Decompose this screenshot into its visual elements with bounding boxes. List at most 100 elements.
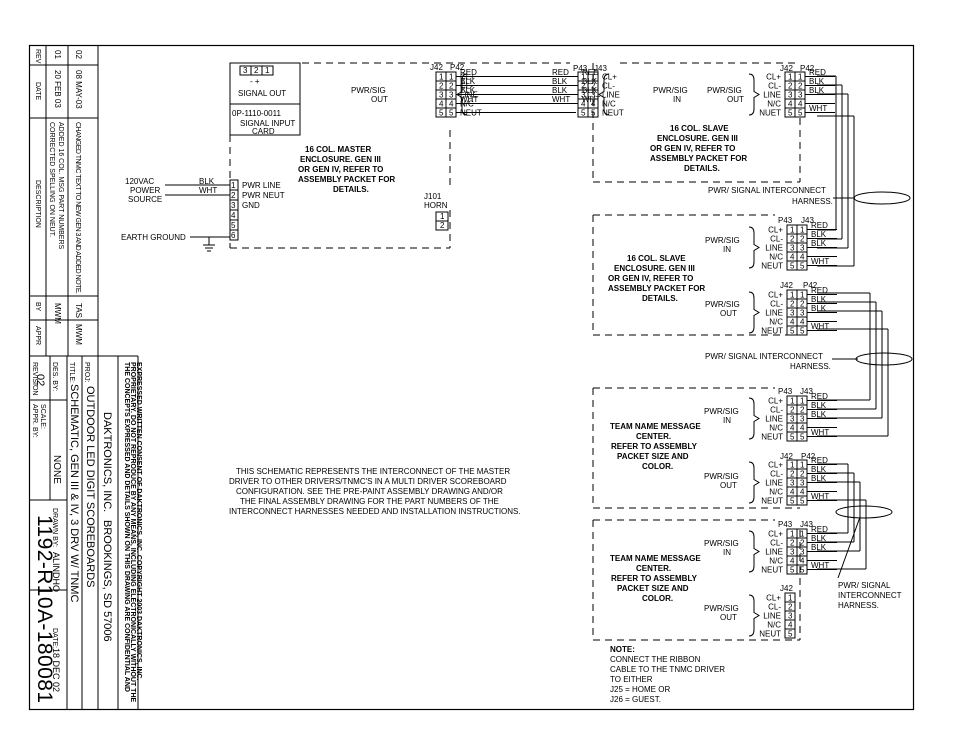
tnmc1-in-pin-1: 1 <box>790 397 795 406</box>
rev-02-by: TAS <box>74 303 83 318</box>
power-source-1: 120VAC <box>125 177 154 186</box>
description-line-3: CONFIGURATION. SEE THE PRE-PAINT ASSEMBL… <box>236 487 503 496</box>
master-j42-pin-1: 1 <box>449 73 454 82</box>
earth-ground-label: EARTH GROUND <box>121 233 186 242</box>
slave1-in-pin-4: 4 <box>581 100 586 109</box>
slave2-out-wire-color-1: RED <box>811 286 828 295</box>
power-pin-3-label: GND <box>242 201 260 210</box>
master-j42-pin-5: 5 <box>439 109 444 118</box>
tnmc1-in-brace <box>748 397 760 440</box>
by-header: BY <box>34 302 41 312</box>
slave2-out-label-4: N/C <box>769 318 783 327</box>
slave1-in-pin-2: 2 <box>581 82 586 91</box>
slave2-in-brace <box>748 226 760 269</box>
slave1-in-wire-color-3: BLK <box>582 86 598 95</box>
master-j42-wire-color-4: WHT <box>460 95 478 104</box>
slave2-out-label-1: CL+ <box>768 291 783 300</box>
note-line-2: CABLE TO THE TNMC DRIVER <box>610 665 725 674</box>
slave2-out-pin-5: 5 <box>800 327 805 336</box>
slave2-out-dir: OUT <box>720 309 737 318</box>
master-j42-pin-5: 5 <box>449 109 454 118</box>
tnmc1-in-pin-3: 3 <box>790 415 795 424</box>
slave1-desc-3: OR GEN IV, REFER TO <box>650 144 735 153</box>
tnmc1-in-pin-1: 1 <box>800 397 805 406</box>
horn-pin-2: 2 <box>440 221 445 230</box>
harness-label-2b: HARNESS. <box>790 362 831 371</box>
slave1-in-label-4: N/C <box>602 100 616 109</box>
tnmc2-in-label-2: CL- <box>770 539 783 548</box>
tnmc2-in-label-3: LINE <box>765 548 783 557</box>
power-pin-3: 3 <box>231 201 236 210</box>
rev-02-appr: MWM <box>74 324 83 345</box>
tnmc2-out-label-4: N/C <box>767 621 781 630</box>
tnmc2-out-label: PWR/SIG <box>704 604 739 613</box>
tnmc2-in-wire-color-2: BLK <box>811 534 827 543</box>
slave1-in-label-1: CL+ <box>602 73 617 82</box>
slave-enclosure-1: P43 J43 PWR/SIG IN PWR/SIG OUT J42 P42 1… <box>573 62 815 183</box>
slave2-in-pin-1: 1 <box>800 226 805 235</box>
tnmc1-in-label-5: NEUT <box>761 433 783 442</box>
tnmc1-out-dir: OUT <box>720 481 737 490</box>
master-p42-label: P42 <box>450 63 465 72</box>
slave2-desc-5: DETAILS. <box>642 294 678 303</box>
power-pin-6: 6 <box>231 231 236 240</box>
master-pwr-sig-label: PWR/SIG <box>351 86 386 95</box>
slave1-in-dir: IN <box>673 95 681 104</box>
tnmc1-in-wire-color-5: WHT <box>811 428 829 437</box>
description-line-5: INTERCONNECT HARNESSES NEEDED AND INSTAL… <box>229 507 521 516</box>
date-header: DATE <box>34 82 41 100</box>
master-j42-label: J42 <box>430 63 443 72</box>
tnmc2-in-pin-4: 4 <box>800 557 805 566</box>
slave1-out-wire-color-1: RED <box>809 68 826 77</box>
power-terminal: 1 2 3 4 5 6 PWR LINE PWR NEUT GND <box>229 179 285 241</box>
tnmc2-in-pin-1: 1 <box>790 530 795 539</box>
confidential-line-3: EXPRESSED WRITTEN CONSENT OF DAKTRONICS,… <box>135 362 142 681</box>
tnmc1-in-label: PWR/SIG <box>704 407 739 416</box>
slave1-out-pin-3: 3 <box>788 91 793 100</box>
slave2-out-pin-3: 3 <box>790 309 795 318</box>
rev-02-rev: 02 <box>74 50 83 59</box>
description-line-1: THIS SCHEMATIC REPRESENTS THE INTERCONNE… <box>236 467 510 476</box>
revision-number: 02 <box>34 374 46 386</box>
master-desc-2: ENCLOSURE. GEN III <box>300 155 381 164</box>
tnmc1-in-label-3: LINE <box>765 415 783 424</box>
des-by-label: DES. BY: <box>51 362 58 391</box>
master-j42-pin-2: 2 <box>449 82 454 91</box>
card-name-2: CARD <box>252 127 275 136</box>
power-pin-1: 1 <box>231 181 236 190</box>
rev-01-date: 20 FEB 03 <box>53 70 62 108</box>
tnmc1-in-dir: IN <box>723 416 731 425</box>
revision-label: REVISION <box>31 362 38 395</box>
tnmc1-out-pin-1: 1 <box>790 461 795 470</box>
tnmc1-out-wire-color-3: BLK <box>811 474 827 483</box>
slave1-out-pin-4: 4 <box>788 100 793 109</box>
slave1-in-label-5: NEUT <box>602 109 624 118</box>
slave1-out-label-3: LINE <box>763 91 781 100</box>
slave1-out-wire-color-3: BLK <box>809 86 825 95</box>
master-j42-pin-4: 4 <box>439 100 444 109</box>
tnmc1-in-pin-4: 4 <box>800 424 805 433</box>
tnmc2-in-pin-3: 3 <box>790 548 795 557</box>
slave2-in-pin-2: 2 <box>800 235 805 244</box>
slave1-out-label-5: NUET <box>759 109 781 118</box>
slave2-p42: P42 <box>803 281 818 290</box>
tnmc-enclosure-1: P43 J43 PWR/SIG IN TEAM NAME MESSAGE CEN… <box>592 387 816 509</box>
slave1-out-pin-2: 2 <box>798 82 803 91</box>
tnmc1-out-wire-color-2: BLK <box>811 465 827 474</box>
slave2-out-label-2: CL- <box>770 300 783 309</box>
power-pin-5: 5 <box>231 221 236 230</box>
tnmc1-out-label-1: CL+ <box>768 461 783 470</box>
tnmc2-in-dir: IN <box>723 548 731 557</box>
tnmc2-in-pin-2: 2 <box>790 539 795 548</box>
tnmc1-in-pin-3: 3 <box>800 415 805 424</box>
card-pin-signs: - + <box>250 77 260 86</box>
tnmc1-desc-2: CENTER. <box>636 432 671 441</box>
power-pin-4: 4 <box>231 211 236 220</box>
rev-01-description-2: ADDED 16 COL. MSG PART NUMBERS <box>57 122 64 250</box>
tnmc2-out-label-1: CL+ <box>766 594 781 603</box>
slave2-j43: J43 <box>801 216 814 225</box>
tnmc1-in-label-2: CL- <box>770 406 783 415</box>
